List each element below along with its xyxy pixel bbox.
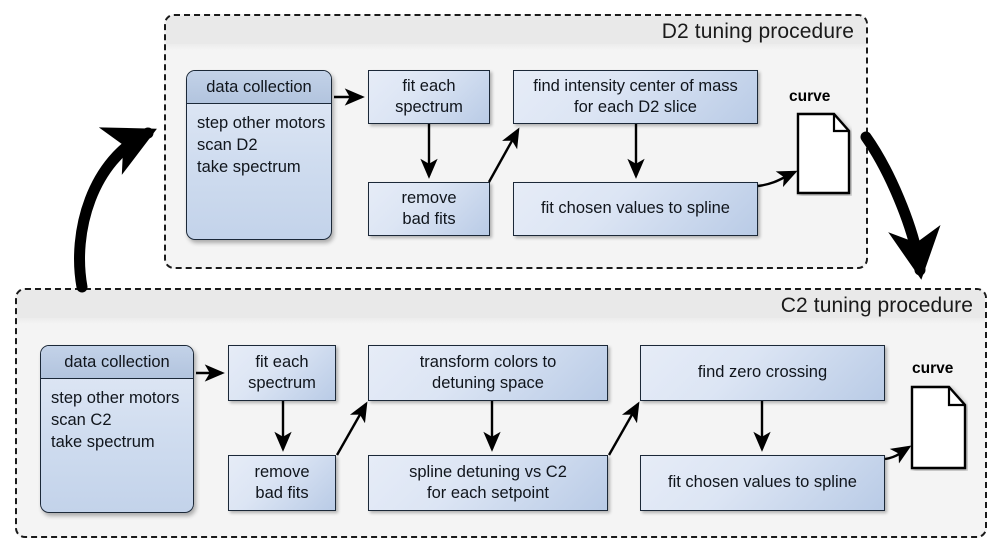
d2-data-collection-block[interactable]: data collection step other motors scan D… bbox=[186, 70, 332, 240]
d2-step-line: take spectrum bbox=[197, 157, 301, 176]
d2-box-fit-chosen-values-to-spline[interactable]: fit chosen values to spline bbox=[513, 182, 758, 236]
loop-arrow-d2-to-c2 bbox=[860, 131, 941, 280]
c2-box-find-zero-crossing-label: find zero crossing bbox=[697, 363, 828, 382]
c2-step-line: step other motors bbox=[51, 389, 180, 407]
c2-curve-label: curve bbox=[912, 360, 954, 377]
d2-step-line: scan D2 bbox=[197, 135, 258, 154]
d2-data-collection-header: data collection bbox=[187, 71, 331, 104]
d2-data-collection-steps: step other motors scan D2 take spectrum bbox=[187, 104, 331, 179]
panel-d2-title-band bbox=[166, 16, 866, 50]
c2-data-collection-header: data collection bbox=[41, 346, 193, 379]
loop-arrow-c2-to-d2 bbox=[74, 127, 157, 293]
d2-step-line: step other motors bbox=[197, 114, 326, 132]
panel-c2-title-band bbox=[17, 290, 985, 324]
d2-box-fit-chosen-values-to-spline-label: fit chosen values to spline bbox=[541, 199, 730, 218]
c2-box-find-zero-crossing[interactable]: find zero crossing bbox=[640, 345, 885, 401]
panel-d2-title: D2 tuning procedure bbox=[661, 20, 854, 43]
d2-curve-document-icon bbox=[796, 112, 852, 196]
c2-box-fit-chosen-values-to-spline[interactable]: fit chosen values to spline bbox=[640, 455, 885, 511]
d2-curve-label: curve bbox=[789, 88, 831, 105]
c2-data-collection-block[interactable]: data collection step other motors scan C… bbox=[40, 345, 194, 513]
c2-box-fit-chosen-values-to-spline-label: fit chosen values to spline bbox=[668, 473, 857, 492]
c2-curve-document-icon bbox=[910, 385, 968, 471]
c2-step-line: take spectrum bbox=[51, 432, 155, 451]
panel-c2-title: C2 tuning procedure bbox=[780, 294, 973, 317]
c2-data-collection-steps: step other motors scan C2 take spectrum bbox=[41, 379, 193, 454]
c2-step-line: scan C2 bbox=[51, 410, 112, 429]
